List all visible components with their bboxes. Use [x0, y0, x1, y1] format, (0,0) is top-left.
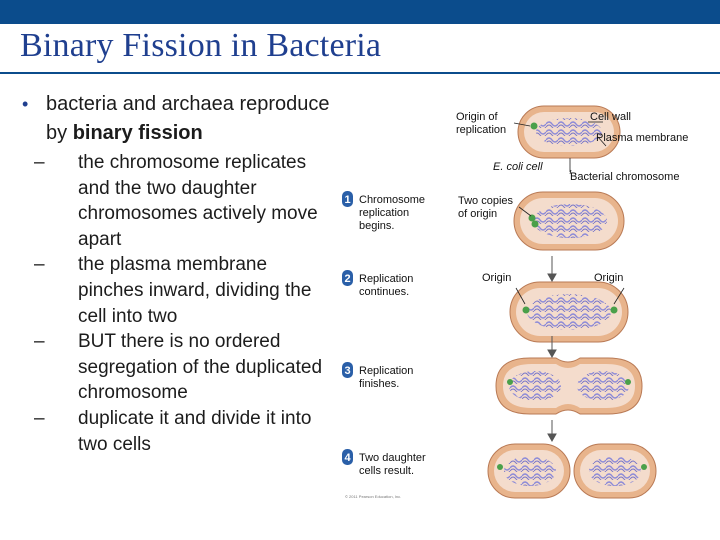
step-line: Two daughter: [359, 452, 426, 464]
stage-arrows: [547, 256, 557, 443]
step-badge: [342, 362, 353, 378]
label-bacterial-chromosome: Bacterial chromosome: [570, 171, 679, 183]
step-line: Chromosome: [359, 194, 425, 206]
binary-fission-diagram: Origin of replication Cell wall Plasma m…: [330, 96, 720, 506]
step-line: begins.: [359, 220, 394, 232]
step-4: 4 Two daughter cells result.: [342, 449, 426, 477]
label-cell-wall: Cell wall: [590, 111, 631, 123]
step-badge: [342, 191, 353, 207]
copyright-text: © 2011 Pearson Education, Inc.: [345, 494, 401, 499]
cell-step-2: [509, 281, 629, 343]
sub-bullet-dash: –: [34, 331, 45, 353]
sub-bullet: – the plasma membrane pinches inward, div…: [34, 252, 334, 329]
step-3: 3 Replication finishes.: [342, 362, 413, 390]
step-line: Replication: [359, 273, 413, 285]
sub-bullet-dash: –: [34, 407, 45, 429]
label-pointers: [513, 121, 625, 305]
origin-marker: [497, 464, 503, 470]
sub-bullet-list: – the chromosome replicates and the two d…: [34, 150, 334, 457]
label-origin-right: Origin: [594, 272, 623, 284]
ecoli-cell-top: [517, 105, 621, 159]
sub-bullet-text: duplicate it and divide it into two cell…: [78, 407, 312, 455]
origin-marker: [530, 122, 538, 130]
sub-bullet-text: the chromosome replicates and the two da…: [78, 152, 318, 250]
step-line: replication: [359, 207, 409, 219]
step-1: 1 Chromosome replication begins.: [342, 191, 425, 232]
step-line: finishes.: [359, 378, 399, 390]
sub-bullet: – duplicate it and divide it into two cel…: [34, 406, 334, 457]
step-number: 4: [345, 452, 352, 464]
bullet-dot: •: [22, 94, 29, 114]
cell-step-3: [495, 357, 643, 415]
step-badge: [342, 270, 353, 286]
origin-marker: [625, 379, 631, 385]
bacterial-chromosome-shape: [536, 118, 602, 146]
main-bullet-plain: bacteria and archaea reproduce by: [46, 93, 330, 144]
sub-bullet-dash: –: [34, 152, 45, 173]
step-number: 3: [345, 365, 351, 377]
label-plasma-membrane: Plasma membrane: [596, 132, 688, 144]
sub-bullet-dash: –: [34, 254, 45, 276]
cell-step-1: [513, 191, 625, 251]
label-origin-of-replication-2: replication: [456, 124, 506, 136]
daughter-cells: [487, 443, 657, 499]
sub-bullet: – BUT there is no ordered segregation of …: [34, 329, 334, 406]
main-bullet-bold: binary fission: [72, 122, 203, 144]
sub-bullet-text: BUT there is no ordered segregation of t…: [78, 331, 323, 404]
step-number: 2: [345, 273, 351, 285]
slide-title: Binary Fission in Bacteria: [20, 27, 382, 64]
origin-marker: [641, 464, 647, 470]
origin-marker: [531, 220, 539, 228]
label-two-copies-2: of origin: [458, 208, 497, 220]
label-origin-of-replication: Origin of: [456, 111, 499, 123]
label-origin-left: Origin: [482, 272, 511, 284]
top-banner: [0, 0, 720, 24]
sub-bullet-text: the plasma membrane pinches inward, divi…: [78, 254, 312, 327]
origin-marker: [528, 214, 536, 222]
origin-marker: [507, 379, 513, 385]
step-line: Replication: [359, 365, 413, 377]
main-bullet: • bacteria and archaea reproduce by bina…: [22, 90, 332, 148]
origin-marker: [610, 306, 618, 314]
step-line: cells result.: [359, 465, 414, 477]
step-2: 2 Replication continues.: [342, 270, 413, 298]
title-rule: [0, 72, 720, 74]
step-badge: [342, 449, 353, 465]
origin-marker: [522, 306, 530, 314]
label-two-copies: Two copies: [458, 195, 514, 207]
step-number: 1: [345, 194, 351, 206]
main-bullet-text: bacteria and archaea reproduce by binary…: [46, 90, 332, 148]
step-line: continues.: [359, 286, 409, 298]
sub-bullet: – the chromosome replicates and the two d…: [34, 150, 334, 252]
label-ecoli-cell: E. coli cell: [493, 161, 543, 173]
